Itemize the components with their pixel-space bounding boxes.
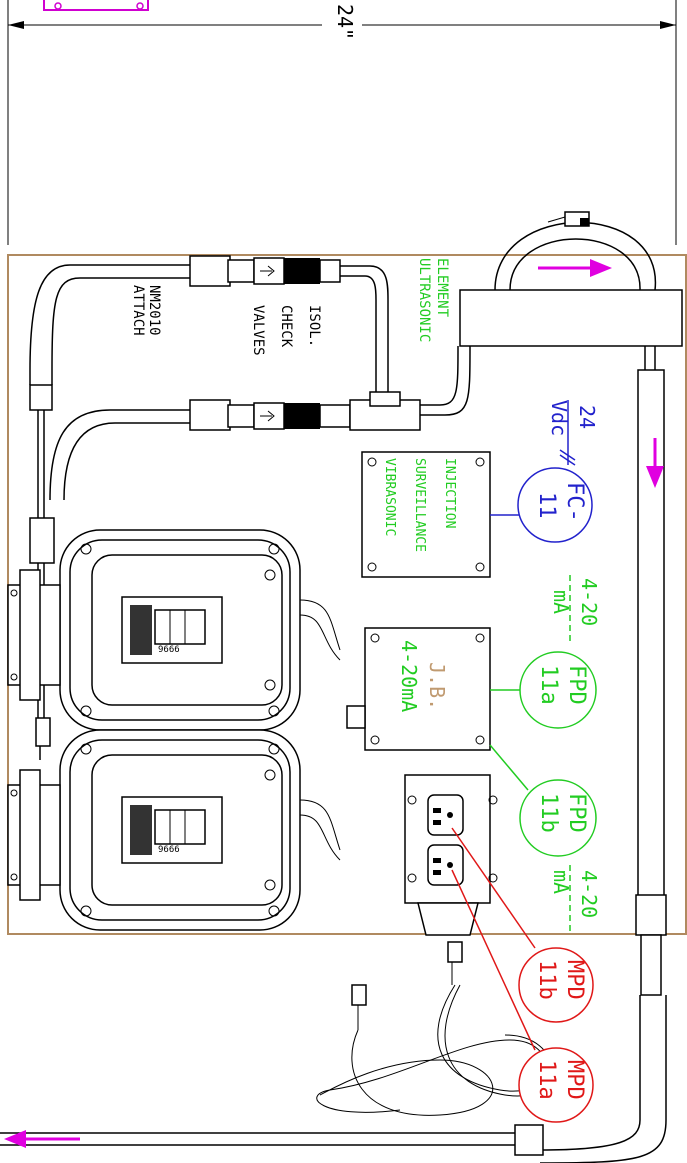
power-cords bbox=[316, 941, 553, 1116]
bubble-mpd11b: MPD 11b bbox=[451, 827, 594, 1023]
injection-label: INJECTION SURVEILLANCE VIBRASONIC bbox=[382, 458, 457, 552]
vdc-signal-bottom: Vdc bbox=[547, 400, 571, 436]
vdc-signal-top: 24 bbox=[575, 405, 599, 429]
valves-label-line1: ISOL. bbox=[306, 305, 322, 347]
duplex-receptacle bbox=[404, 774, 498, 936]
element-label-line2: ULTRASONIC bbox=[416, 258, 432, 342]
valves-label-line2: CHECK bbox=[278, 305, 294, 348]
bubble-fc11: FC- 11 bbox=[490, 467, 593, 543]
jb-label-line1: J.B. bbox=[425, 662, 449, 710]
mount-bracket-top bbox=[43, 0, 149, 11]
svg-text:9666: 9666 bbox=[158, 845, 180, 855]
junction-box bbox=[346, 627, 491, 751]
analyzer-housing-lower: 9666 bbox=[7, 729, 341, 931]
attach-label-line1: NM2010 bbox=[146, 285, 162, 336]
bubble-fc11-line1: FC- bbox=[562, 482, 587, 522]
dimension-label: 24" bbox=[333, 4, 357, 40]
attach-label-line2: ATTACH bbox=[130, 285, 146, 336]
element-label: ELEMENT ULTRASONIC bbox=[416, 258, 450, 342]
bubble-mpd11b-line2: 11b bbox=[534, 960, 559, 1000]
injection-label-line1: INJECTION bbox=[442, 458, 457, 528]
bubble-mpd11a: MPD 11a bbox=[451, 869, 594, 1123]
bubble-fpd11a: FPD 11a bbox=[490, 651, 597, 729]
bubble-fpd11b-line2: 11b bbox=[536, 793, 561, 833]
ma-signal-top-value: 4-20 bbox=[577, 578, 601, 626]
bubble-fpd11a-line1: FPD bbox=[564, 665, 589, 705]
bubble-fpd11b-line1: FPD bbox=[564, 793, 589, 833]
bubble-fpd11b: FPD 11b bbox=[489, 744, 597, 857]
jb-label: J.B. 4-20mA bbox=[397, 640, 449, 712]
bubble-mpd11a-line1: MPD bbox=[562, 1060, 587, 1100]
valves-label-line3: VALVES bbox=[250, 305, 266, 356]
check-valve-lower bbox=[189, 345, 471, 431]
vdc-signal: 24 Vdc bbox=[547, 400, 599, 466]
injection-label-line3: VIBRASONIC bbox=[382, 458, 397, 536]
svg-text:9666: 9666 bbox=[158, 645, 180, 655]
injection-label-line2: SURVEILLANCE bbox=[412, 458, 427, 552]
ma-signal-bottom: 4-20 mA bbox=[549, 865, 601, 935]
bubble-mpd11b-line1: MPD bbox=[562, 960, 587, 1000]
sample-tubing bbox=[29, 264, 190, 760]
ultrasonic-element bbox=[459, 289, 683, 347]
analyzer-housing-upper: 9666 bbox=[7, 529, 341, 731]
injection-surveillance-box bbox=[361, 451, 491, 578]
bubble-fpd11a-line2: 11a bbox=[536, 665, 561, 705]
jb-label-line2: 4-20mA bbox=[397, 640, 421, 712]
ma-signal-bottom-value: 4-20 bbox=[577, 870, 601, 918]
dimension-line: 24" bbox=[7, 0, 677, 245]
ma-signal-top-unit: mA bbox=[549, 590, 573, 614]
flow-arrow-icon bbox=[4, 259, 664, 1148]
ma-signal-bottom-unit: mA bbox=[549, 870, 573, 894]
bubble-fc11-line2: 11 bbox=[534, 492, 559, 519]
flow-pipe bbox=[0, 211, 667, 1163]
attach-label: NM2010 ATTACH bbox=[130, 285, 162, 336]
ma-signal-top: 4-20 mA bbox=[549, 575, 601, 645]
check-valve-upper bbox=[189, 255, 389, 395]
element-label-line1: ELEMENT bbox=[434, 258, 450, 318]
bubble-mpd11a-line2: 11a bbox=[534, 1060, 559, 1100]
valves-label: ISOL. CHECK VALVES bbox=[250, 305, 322, 356]
